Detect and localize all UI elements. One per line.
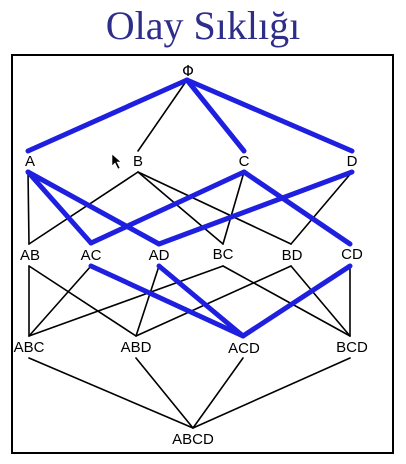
highlighted-edge-D-AD xyxy=(156,169,355,247)
edge-B-AB xyxy=(28,171,139,245)
highlighted-edge-phi-C xyxy=(184,77,247,154)
edge-B-BC xyxy=(137,171,224,245)
node-label-CD: CD xyxy=(341,246,363,263)
diagram-frame xyxy=(11,54,394,454)
node-label-AB: AB xyxy=(20,247,40,264)
plain-edges xyxy=(27,79,353,429)
edge-ACD-ABCD xyxy=(192,357,244,429)
highlighted-edge-A-AC xyxy=(25,169,94,246)
edge-C-BC xyxy=(222,171,245,245)
edge-B-BD xyxy=(137,171,292,245)
edge-AD-ABD xyxy=(135,265,160,337)
highlighted-edge-phi-D xyxy=(184,77,355,154)
slide-title: Olay Sıklığı xyxy=(105,3,301,48)
highlighted-edge-CD-ACD xyxy=(240,263,353,339)
node-label-ACD: ACD xyxy=(228,340,260,357)
node-label-AD: AD xyxy=(149,247,170,264)
highlighted-edge-phi-A xyxy=(25,77,190,154)
node-label-BC: BC xyxy=(213,246,234,263)
node-label-phi: Φ xyxy=(182,62,194,80)
node-label-ABCD: ABCD xyxy=(172,431,214,448)
node-label-B: B xyxy=(133,153,143,170)
highlighted-edge-C-CD xyxy=(241,169,353,247)
node-label-D: D xyxy=(347,153,358,170)
edge-D-BD xyxy=(290,171,353,245)
node-label-ABD: ABD xyxy=(121,339,152,356)
highlighted-edge-AD-ACD xyxy=(156,263,246,339)
edge-ABC-ABCD xyxy=(28,357,194,429)
edge-BD-BCD xyxy=(290,265,351,337)
node-label-A: A xyxy=(25,153,35,170)
node-label-BD: BD xyxy=(282,247,303,264)
node-label-BCD: BCD xyxy=(336,339,368,356)
edge-A-AB xyxy=(27,171,30,245)
highlighted-edges xyxy=(25,77,355,339)
node-label-C: C xyxy=(239,153,250,170)
edge-ABD-ABCD xyxy=(135,357,194,429)
edge-BC-ABC xyxy=(28,265,224,337)
edge-AB-ABD xyxy=(28,265,137,337)
highlighted-edge-AC-ACD xyxy=(88,263,246,339)
edge-BC-BCD xyxy=(222,265,351,337)
edge-phi-B xyxy=(137,79,188,152)
edge-BD-ABD xyxy=(135,265,292,337)
highlighted-edge-C-AC xyxy=(88,169,247,246)
mouse-cursor-icon xyxy=(111,153,122,170)
highlighted-edge-A-AD xyxy=(25,169,162,247)
edge-AC-ABC xyxy=(28,265,92,337)
edge-BCD-ABCD xyxy=(192,357,351,429)
node-label-AC: AC xyxy=(81,247,102,264)
node-label-ABC: ABC xyxy=(14,339,45,356)
